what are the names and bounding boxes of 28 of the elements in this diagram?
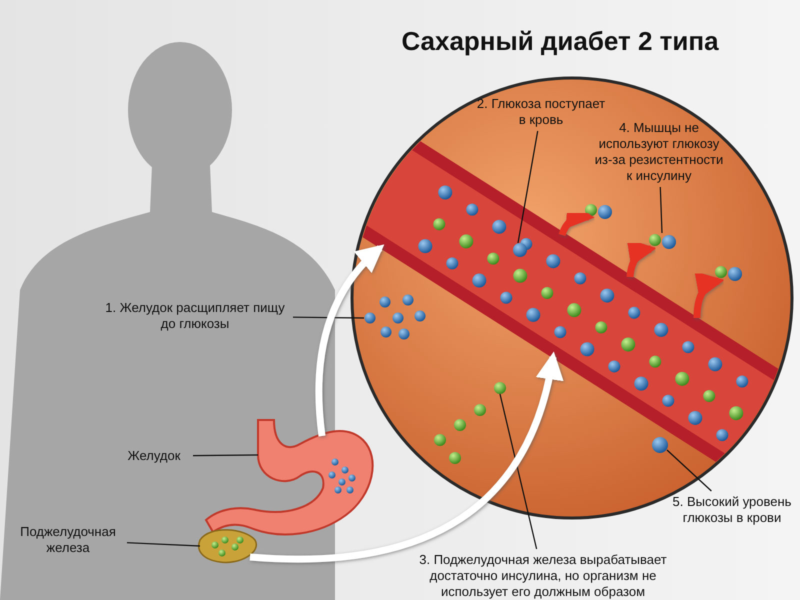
arrow xyxy=(315,244,384,436)
arrow xyxy=(626,240,656,278)
arrow xyxy=(250,352,562,563)
glucose-particle xyxy=(652,437,668,453)
particle-pair xyxy=(585,204,612,219)
callout-text: 3. Поджелудочная железа вырабатывает достаточно инсулина, но организм не использует его должным образом xyxy=(398,552,688,600)
leader-line xyxy=(293,316,364,319)
arrow xyxy=(694,272,724,318)
callout-text: 1. Желудок расщипляет пищу до глюкозы xyxy=(100,300,290,332)
leader-line xyxy=(126,542,200,547)
pancreas-drawing xyxy=(198,529,257,564)
callout-text: 5. Высокий уровень глюкозы в крови xyxy=(668,494,796,526)
title: Сахарный диабет 2 типа xyxy=(400,26,720,57)
leader-line xyxy=(517,130,538,244)
glucose-particles xyxy=(364,294,426,340)
callout-text: Желудок xyxy=(118,448,190,464)
insulin-particles xyxy=(434,382,506,464)
callout-text: Поджелудочная железа xyxy=(12,524,124,556)
arrow xyxy=(558,202,595,236)
leader-line xyxy=(660,186,663,234)
leader-line xyxy=(666,450,712,492)
glucose-particle xyxy=(513,243,527,257)
particle-pair xyxy=(715,266,742,281)
blood-vessel-drawing xyxy=(362,141,778,462)
particle-pair xyxy=(649,234,676,249)
stomach-drawing xyxy=(205,419,374,536)
leader-line xyxy=(499,394,538,550)
leader-line xyxy=(193,454,258,456)
